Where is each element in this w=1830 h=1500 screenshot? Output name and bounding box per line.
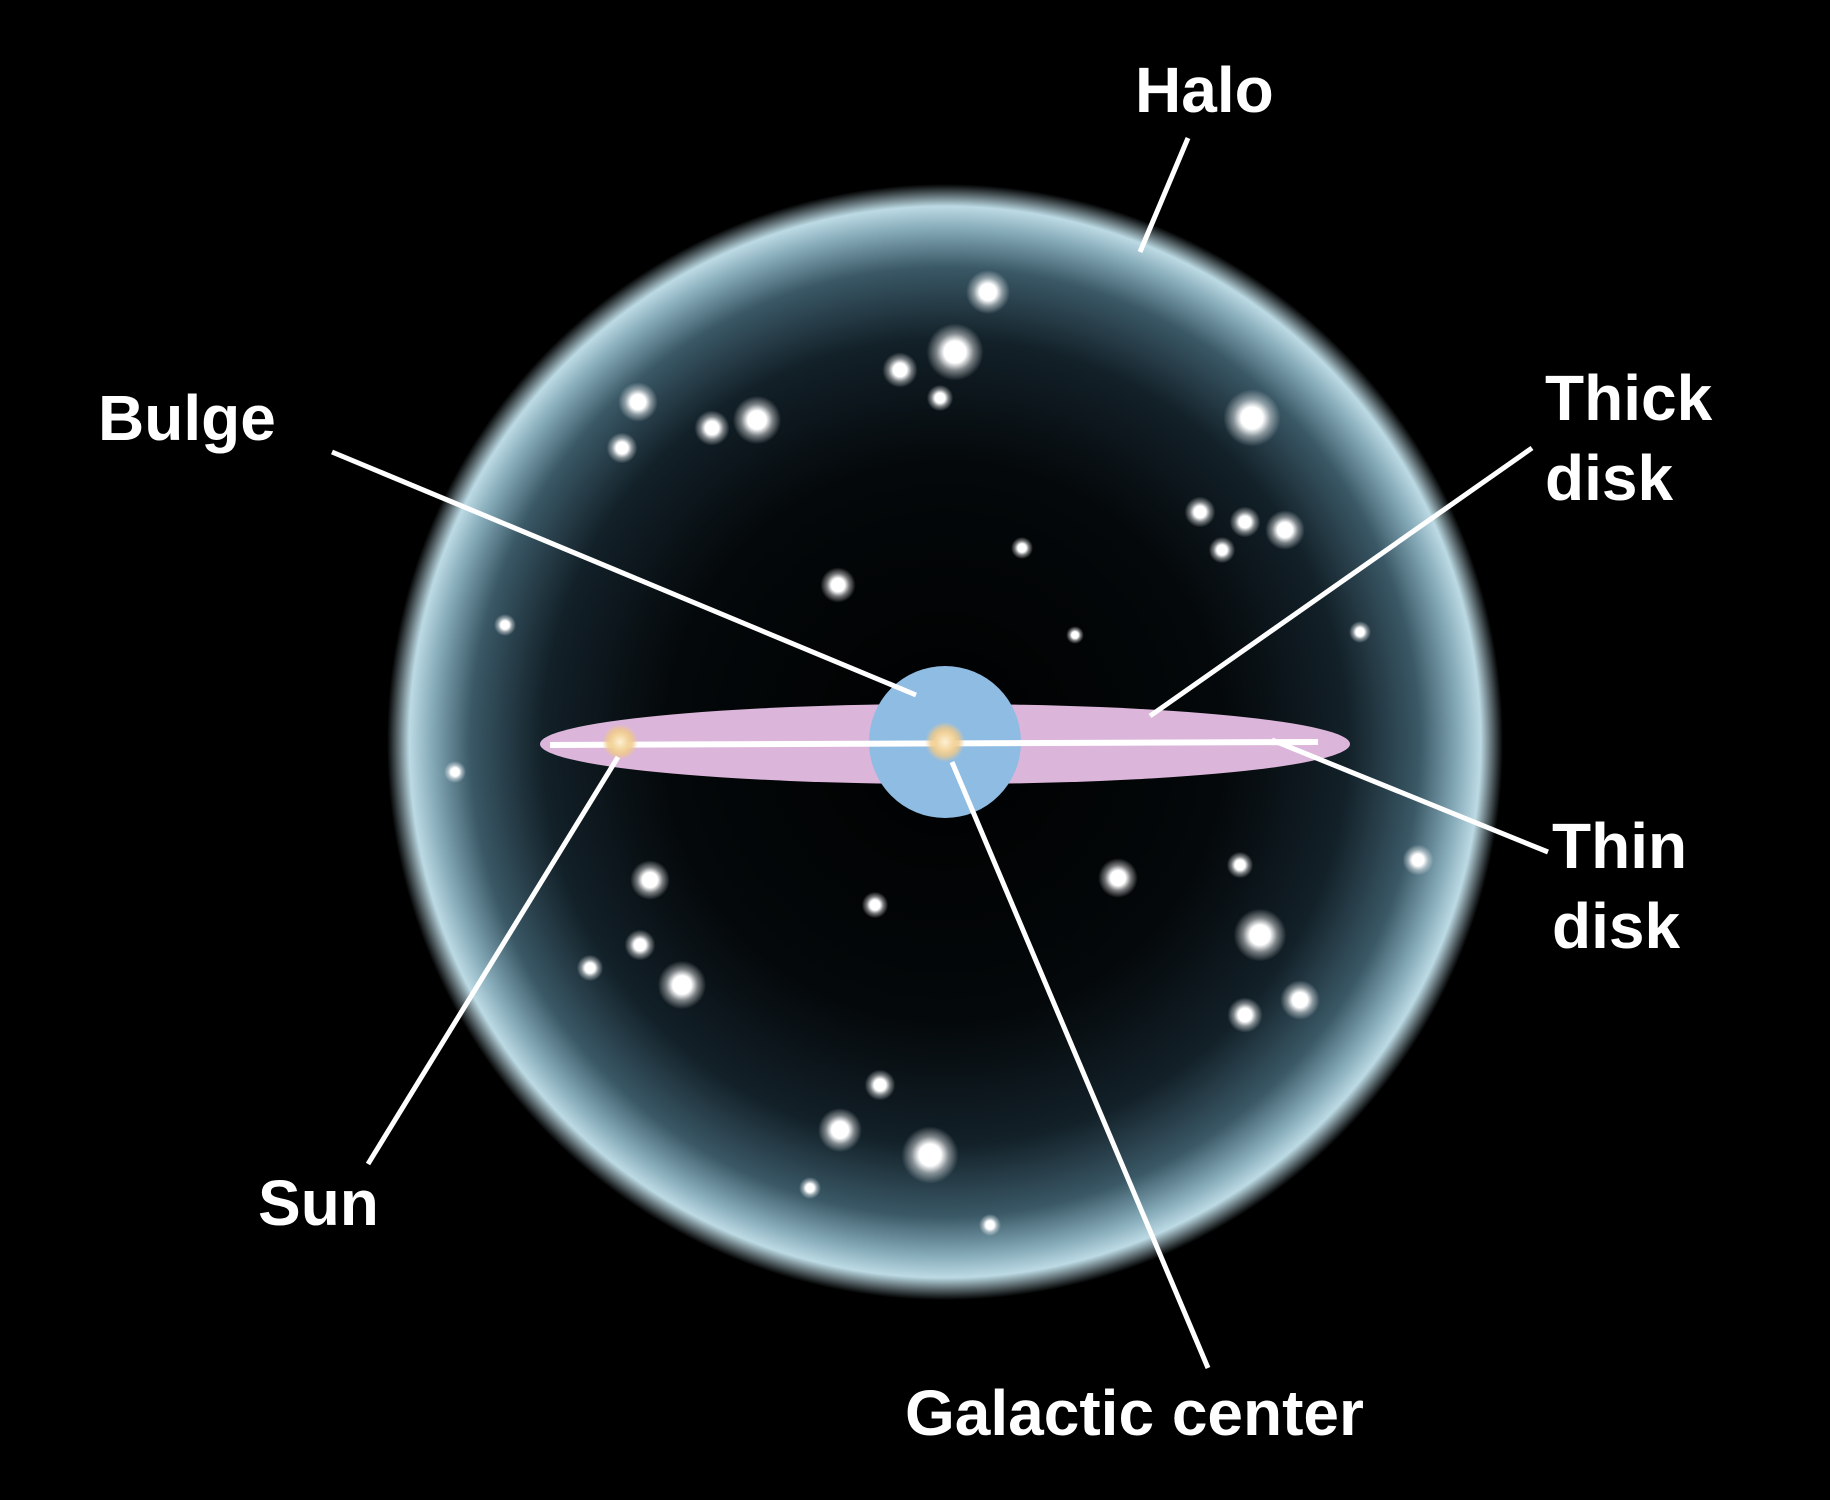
label-thick-disk-line2: disk: [1545, 442, 1673, 514]
sun-dot: [602, 724, 638, 760]
star: [657, 960, 707, 1010]
label-galactic-center: Galactic center: [905, 1377, 1364, 1449]
star: [1011, 537, 1033, 559]
star: [1229, 506, 1261, 538]
star: [1184, 496, 1216, 528]
star: [1226, 851, 1254, 879]
star: [606, 432, 638, 464]
thin-disk-leader: [1271, 737, 1549, 855]
star: [926, 323, 984, 381]
star: [864, 1069, 896, 1101]
star: [694, 410, 730, 446]
star: [618, 382, 658, 422]
star: [926, 384, 954, 412]
star: [1402, 844, 1434, 876]
galactic-center-leader: [949, 761, 1211, 1369]
label-bulge: Bulge: [98, 382, 276, 454]
star: [820, 567, 856, 603]
label-sun: Sun: [258, 1167, 379, 1239]
star: [1098, 858, 1138, 898]
star: [1233, 908, 1287, 962]
galactic-center-dot: [925, 722, 965, 762]
star: [630, 860, 670, 900]
halo-leader: [1137, 137, 1191, 253]
star: [1223, 389, 1281, 447]
star: [1265, 510, 1305, 550]
star: [494, 614, 516, 636]
star: [901, 1126, 959, 1184]
label-thick-disk: Thick disk: [1545, 362, 1713, 514]
star: [1208, 536, 1236, 564]
star: [444, 761, 466, 783]
star: [624, 929, 656, 961]
star: [799, 1177, 821, 1199]
label-halo: Halo: [1135, 54, 1274, 126]
star: [979, 1214, 1001, 1236]
star: [882, 352, 918, 388]
star: [576, 954, 604, 982]
sun-leader: [365, 755, 621, 1166]
star: [861, 891, 889, 919]
leader-lines: [331, 137, 1549, 1369]
bulge-leader: [331, 449, 917, 698]
label-thick-disk-line1: Thick: [1545, 362, 1713, 434]
label-thin-disk: Thin disk: [1552, 810, 1687, 962]
star: [1066, 626, 1084, 644]
star: [1227, 997, 1263, 1033]
star: [732, 395, 782, 445]
star: [818, 1108, 862, 1152]
star: [1280, 980, 1320, 1020]
star-field: [444, 270, 1434, 1236]
label-thin-disk-line2: disk: [1552, 890, 1680, 962]
label-thin-disk-line1: Thin: [1552, 810, 1687, 882]
star: [966, 270, 1010, 314]
thick-disk-leader: [1148, 445, 1534, 719]
star: [1349, 621, 1371, 643]
